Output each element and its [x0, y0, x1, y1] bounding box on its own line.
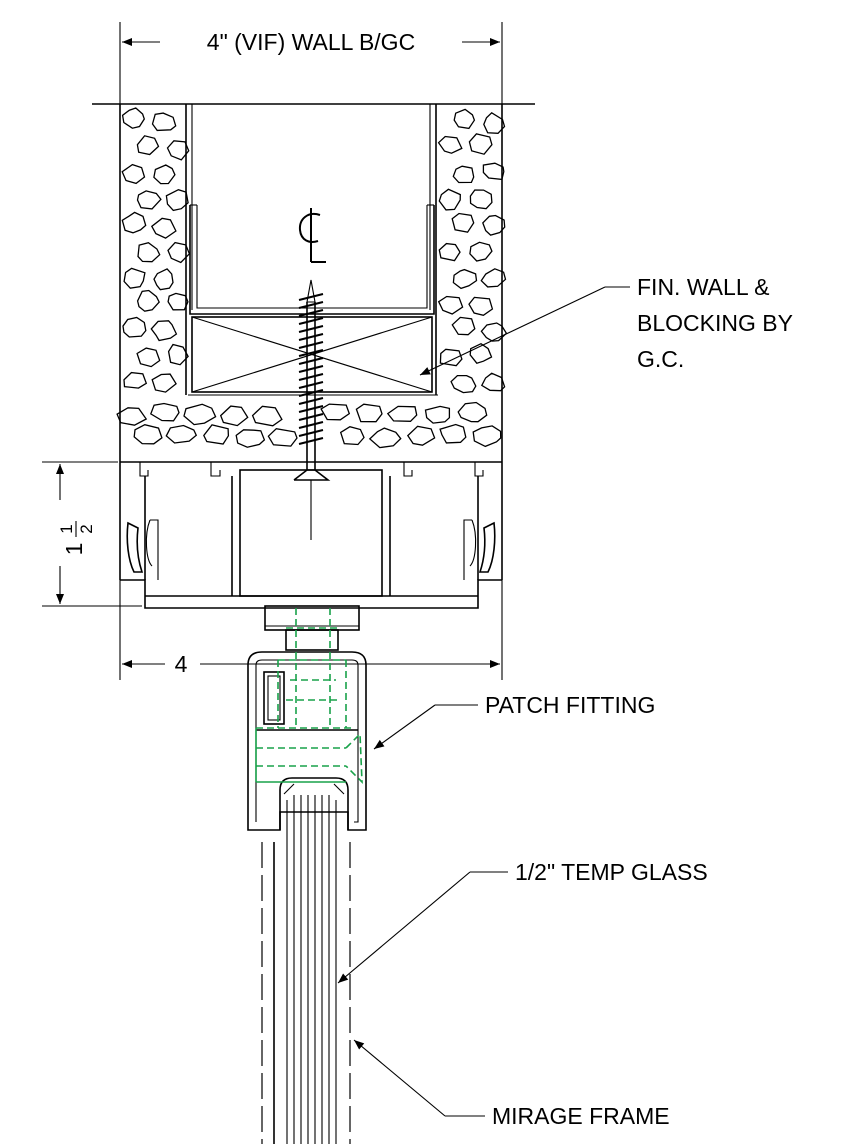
head-extrusion: [119, 461, 503, 609]
finished-wall: [116, 104, 508, 462]
mirage-frame-callout: MIRAGE FRAME: [353, 1039, 670, 1129]
rubble-infill: [116, 107, 508, 449]
wood-blocking: [188, 316, 438, 396]
height-numerator: 1: [57, 524, 76, 533]
temp-glass-callout: 1/2" TEMP GLASS: [337, 859, 708, 984]
centerline-symbol: CL: [298, 208, 326, 263]
width-dimension-label: 4: [175, 651, 188, 677]
wood-screw: [293, 279, 331, 540]
patch-fitting-label: PATCH FITTING: [485, 692, 655, 718]
centerline-text: CL: [308, 232, 321, 243]
stud-channel: [189, 204, 435, 315]
patch-fitting-callout: PATCH FITTING: [373, 692, 655, 750]
patch-fitting: [247, 605, 367, 831]
height-denominator: 2: [77, 524, 96, 533]
height-dimension: 1 1 2: [42, 461, 142, 607]
width-dimension: 4: [119, 580, 503, 680]
temp-glass-label: 1/2" TEMP GLASS: [515, 859, 708, 885]
fin-wall-label-line2: BLOCKING BY: [637, 310, 793, 336]
wall-width-dimension: 4" (VIF) WALL B/GC: [119, 22, 503, 104]
mirage-frame-label: MIRAGE FRAME: [492, 1103, 670, 1129]
fin-wall-label-line1: FIN. WALL &: [637, 274, 770, 300]
fin-wall-callout: FIN. WALL & BLOCKING BY G.C.: [419, 274, 793, 376]
fin-wall-label-line3: G.C.: [637, 346, 684, 372]
wall-dimension-label: 4" (VIF) WALL B/GC: [207, 29, 415, 55]
temp-glass: [261, 795, 351, 1144]
height-whole: 1: [61, 543, 87, 556]
